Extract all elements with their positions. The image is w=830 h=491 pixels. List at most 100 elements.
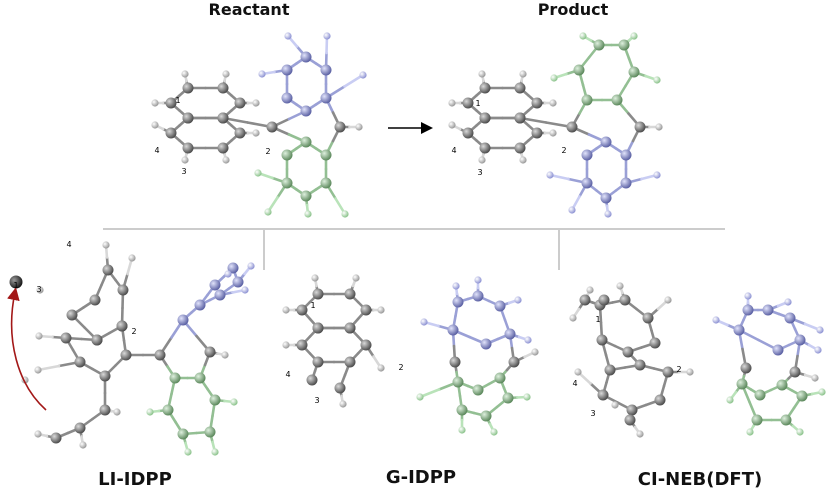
boron-atom <box>581 94 593 106</box>
boron-atom <box>776 379 788 391</box>
hydrogen-atom <box>519 70 527 78</box>
hydrogen-atom <box>304 210 312 218</box>
carbon-atom <box>531 127 543 139</box>
carbon-atom <box>740 362 752 374</box>
carbon-atom <box>634 121 646 133</box>
carbon-atom <box>662 366 674 378</box>
hydrogen-atom <box>339 400 347 408</box>
hydrogen-atom <box>746 428 754 436</box>
carbon-atom <box>626 404 638 416</box>
nitrogen-atom <box>620 177 632 189</box>
boron-atom <box>754 389 766 401</box>
bond <box>343 73 365 88</box>
hydrogen-atom <box>474 276 482 284</box>
nitrogen-atom <box>581 149 593 161</box>
carbon-atom <box>344 288 356 300</box>
carbon-atom <box>579 294 591 306</box>
carbon-atom <box>596 334 608 346</box>
hydrogen-atom <box>744 292 752 300</box>
carbon-atom <box>344 356 356 368</box>
carbon-atom <box>619 294 631 306</box>
nitrogen-atom <box>762 304 774 316</box>
carbon-atom <box>99 404 111 416</box>
hydrogen-atom <box>79 441 87 449</box>
product-label-2: 2 <box>561 146 566 155</box>
hydrogen-atom <box>211 448 219 456</box>
carbon-atom <box>182 142 194 154</box>
carbon-atom <box>66 309 78 321</box>
nitrogen-atom <box>742 304 754 316</box>
hydrogen-atom <box>151 99 159 107</box>
hydrogen-atom <box>184 448 192 456</box>
hydrogen-atom <box>224 270 232 278</box>
g-label-3: 3 <box>314 396 319 405</box>
carbon-atom <box>312 322 324 334</box>
hydrogen-atom <box>636 430 644 438</box>
carbon-atom <box>99 370 111 382</box>
hydrogen-atom <box>653 171 661 179</box>
li-idpp-structure <box>9 241 255 456</box>
carbon-atom <box>334 382 346 394</box>
carbon-atom <box>165 127 177 139</box>
carbon-atom <box>654 394 666 406</box>
boron-atom <box>162 404 174 416</box>
hydrogen-atom <box>247 262 255 270</box>
hydrogen-atom <box>377 364 385 372</box>
hydrogen-atom <box>36 286 44 294</box>
hydrogen-atom <box>448 121 456 129</box>
hydrogen-atom <box>282 306 290 314</box>
hydrogen-atom <box>712 316 720 324</box>
nitrogen-atom <box>600 136 612 148</box>
nitrogen-atom <box>772 344 784 356</box>
carbon-atom <box>514 82 526 94</box>
li-label-4: 4 <box>66 240 71 249</box>
hydrogen-atom <box>420 318 428 326</box>
carbon-atom <box>204 346 216 358</box>
carbon-atom <box>360 339 372 351</box>
hydrogen-atom <box>568 206 576 214</box>
product-molecule <box>448 32 663 218</box>
carbon-atom <box>74 356 86 368</box>
nitrogen-atom <box>300 51 312 63</box>
hydrogen-atom <box>181 156 189 164</box>
carbon-atom <box>479 82 491 94</box>
nitrogen-atom <box>733 324 745 336</box>
g-label-4: 4 <box>285 370 290 379</box>
carbon-atom <box>217 142 229 154</box>
hydrogen-atom <box>258 70 266 78</box>
hydrogen-atom <box>448 99 456 107</box>
boron-atom <box>194 372 206 384</box>
hydrogen-atom <box>604 210 612 218</box>
hydrogen-atom <box>478 70 486 78</box>
hydrogen-atom <box>252 99 260 107</box>
carbon-atom <box>360 304 372 316</box>
hydrogen-atom <box>181 70 189 78</box>
boron-atom <box>209 394 221 406</box>
carbon-atom <box>514 142 526 154</box>
boron-atom <box>494 372 506 384</box>
hydrogen-atom <box>151 121 159 129</box>
hydrogen-atom <box>241 286 249 294</box>
product-label-4: 4 <box>451 146 456 155</box>
hydrogen-atom <box>811 374 819 382</box>
carbon-atom <box>116 320 128 332</box>
hydrogen-atom <box>146 408 154 416</box>
hydrogen-atom <box>686 368 694 376</box>
ci-label-1: 1 <box>595 315 600 324</box>
hydrogen-atom <box>616 282 624 290</box>
carbon-atom <box>789 366 801 378</box>
boron-atom <box>618 39 630 51</box>
hydrogen-atom <box>546 171 554 179</box>
hydrogen-atom <box>549 129 557 137</box>
ci-label-4: 4 <box>572 379 577 388</box>
nitrogen-atom <box>600 192 612 204</box>
carbon-atom <box>479 142 491 154</box>
ci-neb-caption: CI-NEB(DFT) <box>638 469 762 490</box>
hydrogen-atom <box>113 408 121 416</box>
li-label-2: 2 <box>131 327 136 336</box>
carbon-atom <box>50 432 62 444</box>
nitrogen-atom <box>472 290 484 302</box>
hydrogen-atom <box>653 76 661 84</box>
carbon-atom <box>102 264 114 276</box>
li-label-1: 1 <box>13 281 18 290</box>
